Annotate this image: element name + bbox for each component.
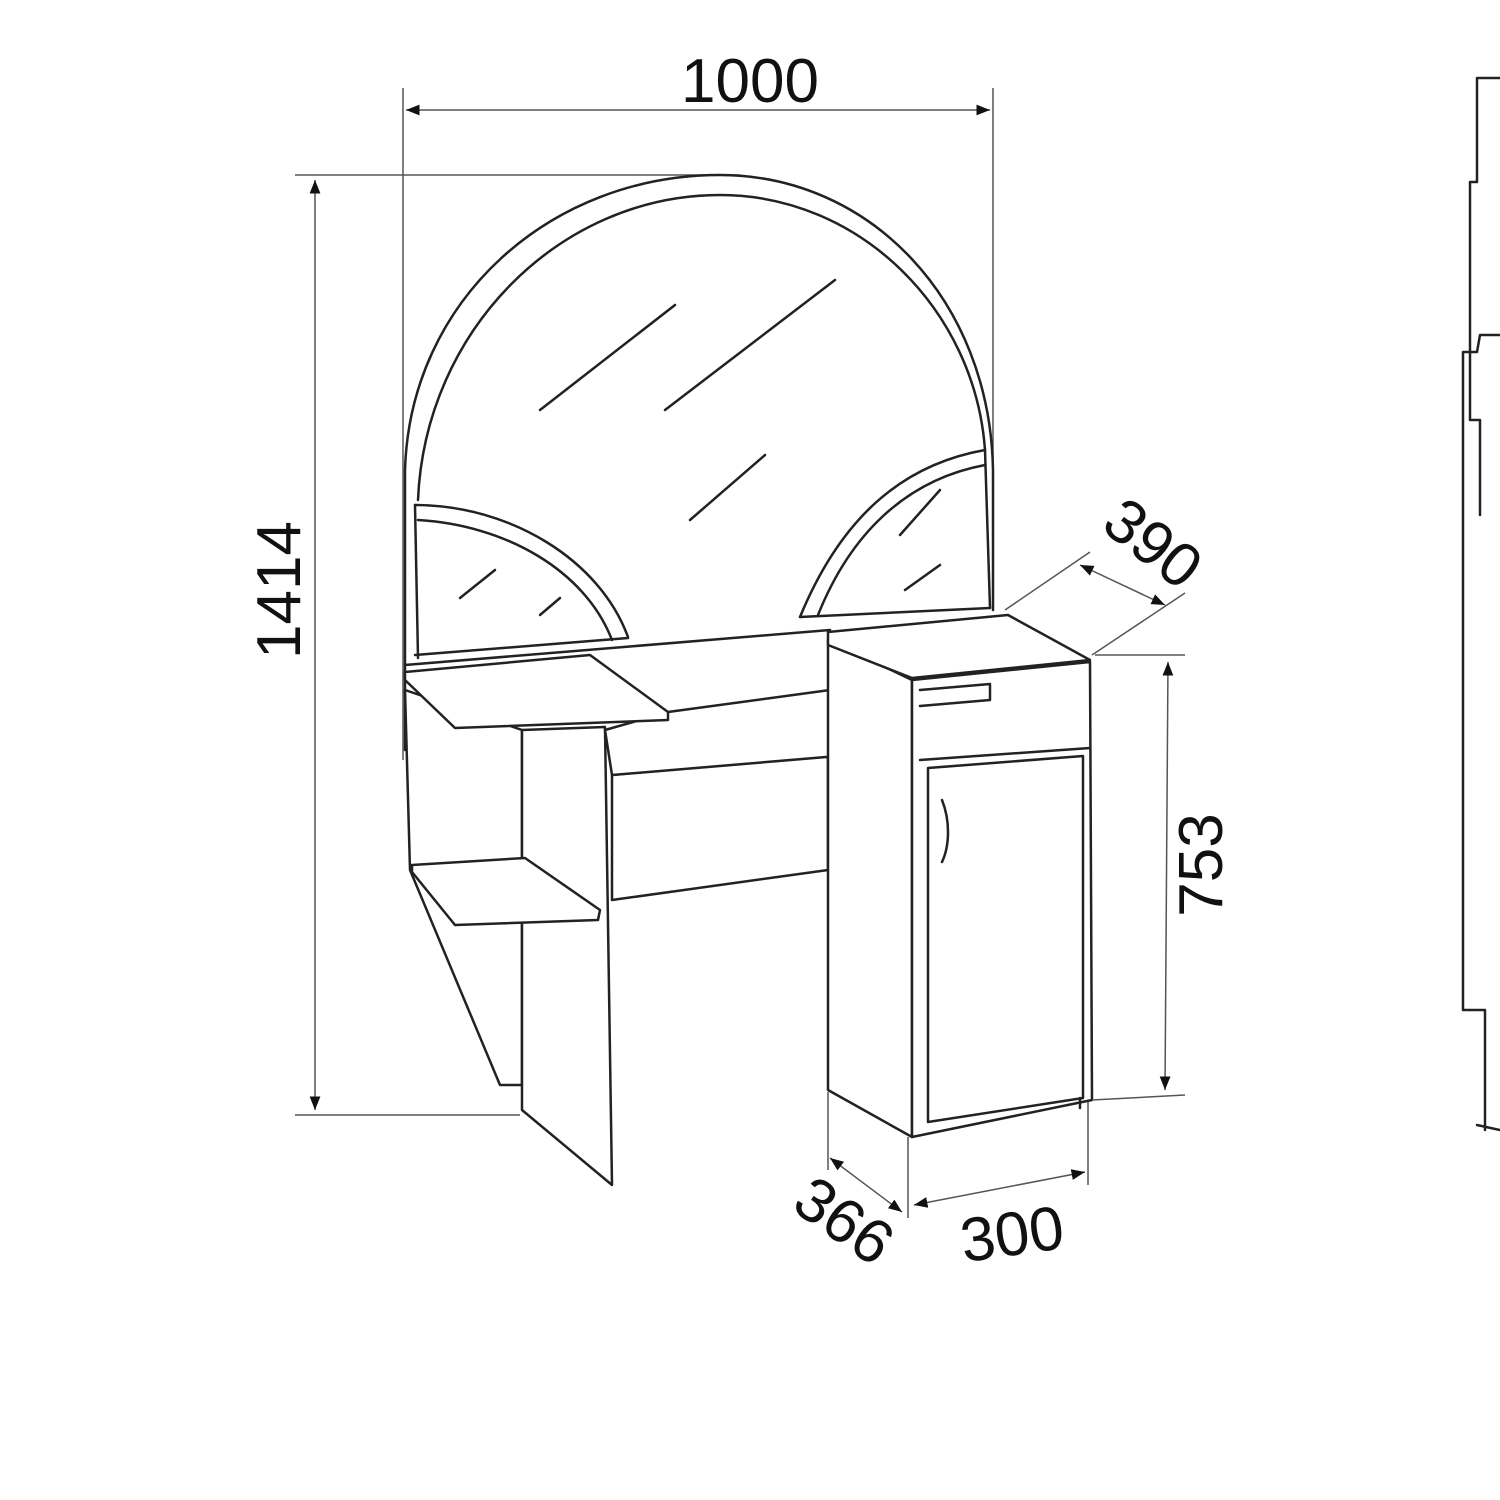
dimension-300-label: 300 [956,1193,1068,1276]
dimension-753-label: 753 [1167,813,1236,916]
dimension-cabinet-width: 300 [907,1102,1089,1276]
mirror-glints [458,278,942,617]
modesty-panel [610,753,830,902]
left-leg [520,725,614,1187]
dimension-width-label: 1000 [681,47,819,116]
lower-shelf [410,856,602,927]
dimension-width: 1000 [402,47,994,760]
dimension-height-label: 1414 [245,521,314,659]
mirror [403,173,995,752]
dimension-366-label: 366 [782,1163,906,1279]
adjacent-drawing-fragment [1461,76,1500,1132]
dimension-table-height: 753 [1091,654,1236,1101]
dimension-total-height: 1414 [245,174,740,1116]
door-handle[interactable] [940,798,950,864]
cabinet-door[interactable] [926,754,1085,1124]
cabinet-top [826,613,1092,680]
cabinet-side [826,638,914,1139]
cabinet [826,613,1094,1139]
left-top-shelf [403,653,670,730]
dimension-390-label: 390 [1091,485,1215,603]
